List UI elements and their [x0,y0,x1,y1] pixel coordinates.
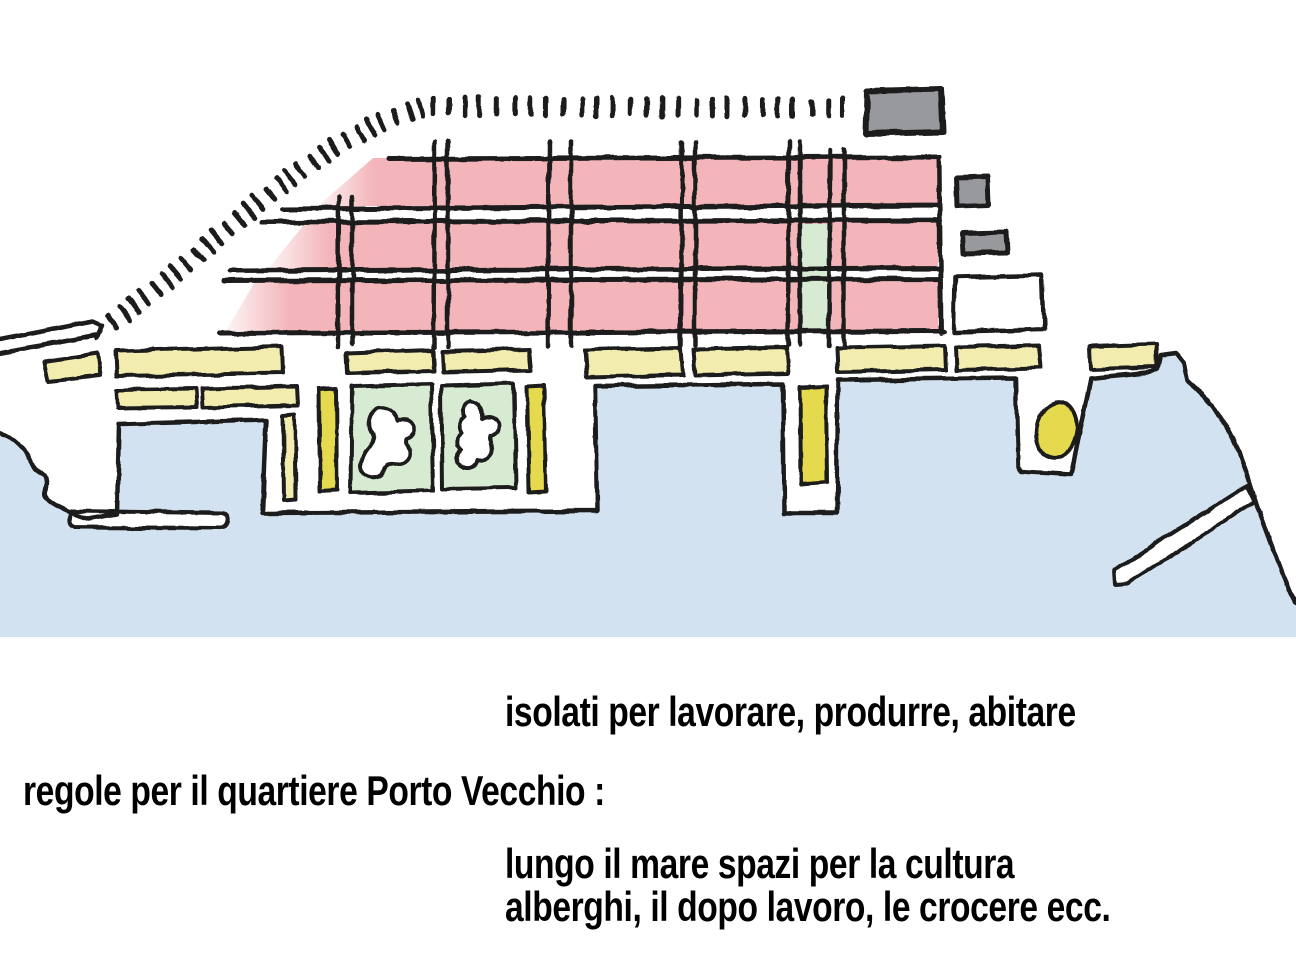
dash-tick [159,271,176,290]
dash-tick [208,228,225,247]
dash-tick [149,280,164,298]
dash-tick [249,193,266,212]
caption-mare-line2: alberghi, il dopo lavoro, le crocere ecc… [505,883,1111,930]
caption-heading: regole per il quartiere Porto Vecchio : [23,767,605,814]
quay-warehouse-strips [43,342,1159,503]
dash-tick [293,160,308,179]
breakwater [1112,483,1257,586]
pond-shape [358,405,417,480]
building-block [863,86,946,137]
dash-tick [240,201,257,221]
dash-tick [105,313,119,329]
dash-tick [263,186,277,202]
coastline-outline [0,351,1296,607]
oval-building [1034,400,1080,460]
building-block [954,173,991,210]
caption-isolati: isolati per lavorare, produrre, abitare [505,688,1076,735]
dash-tick [199,236,217,256]
dash-tick [178,255,194,272]
pond-shape [454,398,501,470]
dash-tick [190,246,206,263]
grid-vertical-streets [335,138,847,350]
dash-tick [220,220,235,237]
quay-diagonal-lines [0,318,105,356]
dash-tick [273,176,290,195]
dash-tick [167,262,184,282]
block-row-1 [318,158,938,206]
caption-mare: lungo il mare spazi per la cultura alber… [505,840,1111,930]
block-row-3 [226,280,938,331]
grid-horizontal-streets [217,154,947,336]
dash-tick [390,107,401,126]
block-row-2 [268,221,938,269]
dash-tick [136,288,151,307]
sea-water [0,354,1296,637]
dash-tick [117,304,132,323]
pink-block-right [951,272,1047,335]
dash-tick [404,101,415,122]
dash-tick [327,136,342,157]
dash-tick [340,131,353,149]
porto-vecchio-plan-sketch [0,86,1296,637]
dash-tick [125,295,142,316]
dash-tick [317,144,333,164]
dash-tick [375,111,388,132]
building-block [959,229,1009,257]
dash-tick [307,153,321,171]
pier-buildings-yellow [317,383,1080,494]
dash-tick [415,96,426,120]
dash-tick [282,167,298,188]
caption-mare-line1: lungo il mare spazi per la cultura [505,840,1015,887]
gray-buildings [863,86,1009,257]
dash-tick [232,211,248,229]
park-squares [349,382,518,495]
dash-tick [364,116,378,138]
railway-dashes [105,94,846,329]
dash-tick [354,124,367,143]
